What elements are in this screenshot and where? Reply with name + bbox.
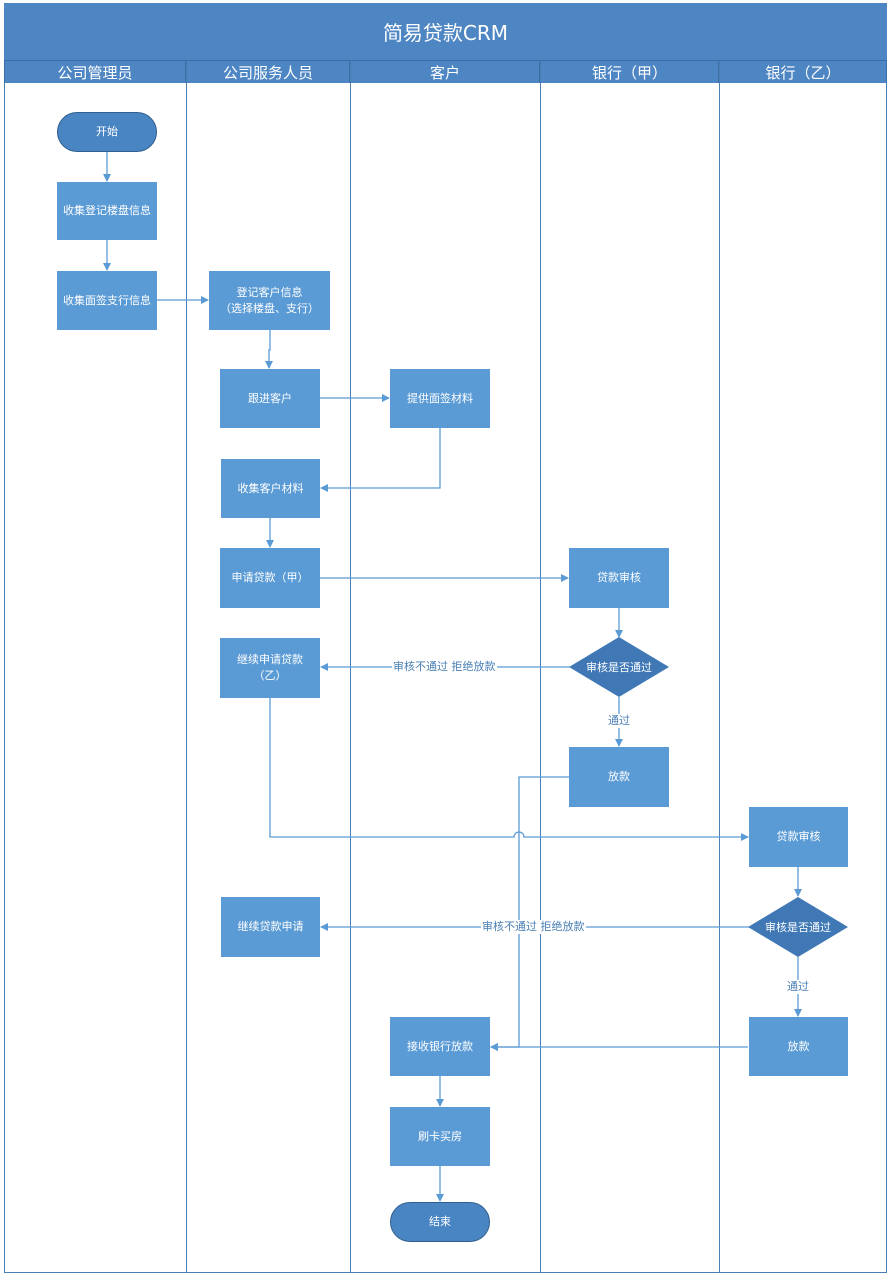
lane-header-bank-a: 银行（甲） [540, 61, 719, 83]
lane-divider [186, 61, 187, 1273]
loan-review-b-node: 贷款审核 [749, 807, 848, 867]
edge-disburse-a-to-receive [490, 776, 569, 1051]
end-node: 结束 [390, 1202, 490, 1242]
collect-bank-info-node: 收集面签支行信息 [57, 271, 157, 330]
lane-header-company-admin: 公司管理员 [4, 61, 186, 83]
edge-label-pass-a: 通过 [607, 714, 631, 728]
start-node: 开始 [57, 112, 157, 152]
loan-review-a-node: 贷款审核 [569, 548, 669, 608]
continue-apply-b-node: 继续申请贷款 （乙） [220, 638, 320, 698]
edge-register-to-follow [265, 330, 273, 369]
lane-header-company-service: 公司服务人员 [186, 61, 350, 83]
decision-a-label: 审核是否通过 [586, 661, 652, 674]
lane-header-customer: 客户 [350, 61, 540, 83]
decision-b-label: 审核是否通过 [765, 921, 831, 934]
receive-disbursement-node: 接收银行放款 [390, 1017, 490, 1076]
continue-loan-apply-node: 继续贷款申请 [221, 897, 320, 957]
collect-property-info-node: 收集登记楼盘信息 [57, 182, 157, 240]
edge-provide-to-collect-materials [320, 428, 441, 492]
provide-materials-node: 提供面签材料 [390, 369, 490, 428]
swipe-buy-house-node: 刷卡买房 [390, 1107, 490, 1166]
apply-loan-a-node: 申请贷款（甲） [220, 548, 320, 608]
edge-label-pass-b: 通过 [786, 980, 810, 994]
lane-divider [719, 61, 720, 1273]
decision-a-shape [569, 637, 669, 697]
decision-b-shape [748, 897, 848, 957]
register-customer-node: 登记客户信息 （选择楼盘、支行） [209, 271, 330, 330]
edge-continue-apply-to-review-b [269, 698, 749, 841]
disburse-a-node: 放款 [569, 747, 669, 807]
edge-label-reject-b: 审核不通过 拒绝放款 [481, 920, 586, 934]
follow-customer-node: 跟进客户 [220, 369, 320, 428]
diagram-title: 简易贷款CRM [4, 3, 887, 61]
disburse-b-node: 放款 [749, 1017, 848, 1076]
edge-label-reject-a: 审核不通过 拒绝放款 [392, 660, 497, 674]
collect-customer-materials-node: 收集客户材料 [221, 459, 320, 518]
